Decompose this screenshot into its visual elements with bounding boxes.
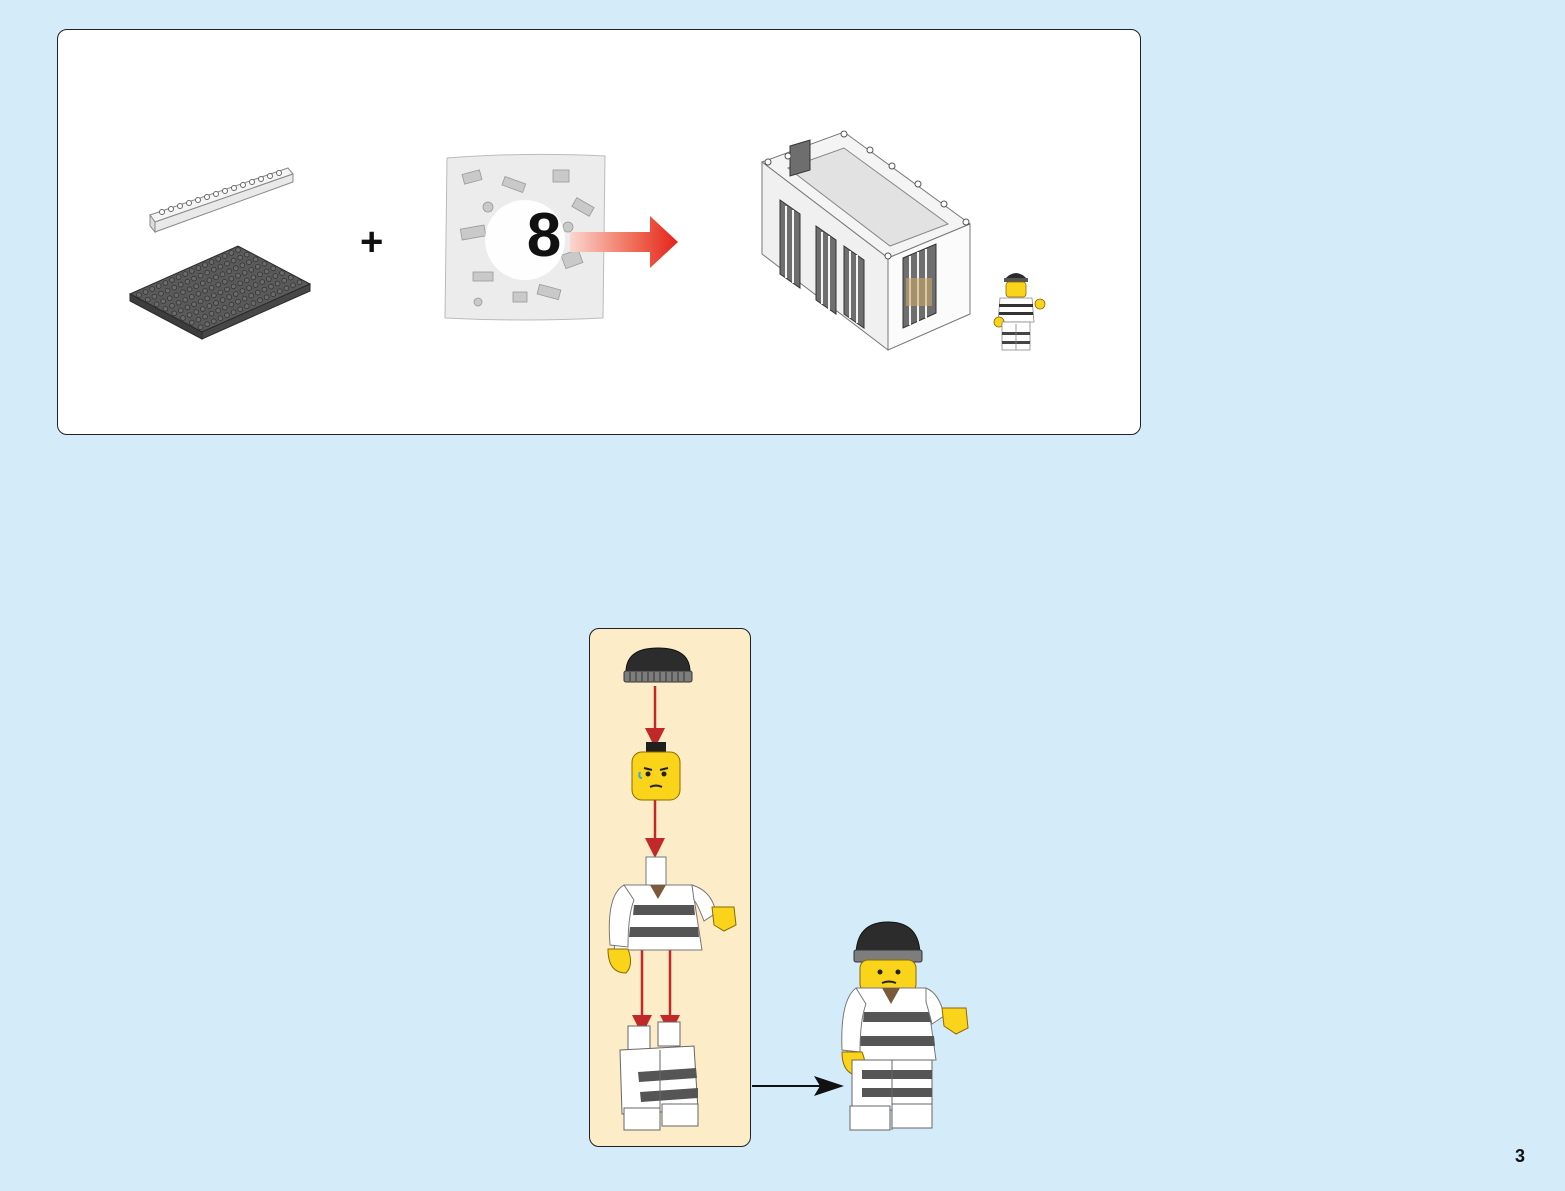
page-number: 3 — [1515, 1146, 1525, 1167]
dark-gray-plate-icon — [128, 244, 313, 344]
prisoner-minifig-icon — [994, 266, 1054, 354]
arrow-right-icon — [570, 214, 680, 270]
minifig-legs-icon — [614, 1020, 706, 1134]
minifig-head-icon — [628, 740, 684, 804]
minifig-torso-icon — [604, 855, 740, 980]
white-brick-icon — [148, 160, 298, 235]
prison-cell-model-icon — [758, 128, 973, 353]
plus-sign: + — [360, 222, 383, 262]
assembled-prisoner-icon — [836, 920, 976, 1135]
result-arrow-icon — [752, 1074, 847, 1098]
